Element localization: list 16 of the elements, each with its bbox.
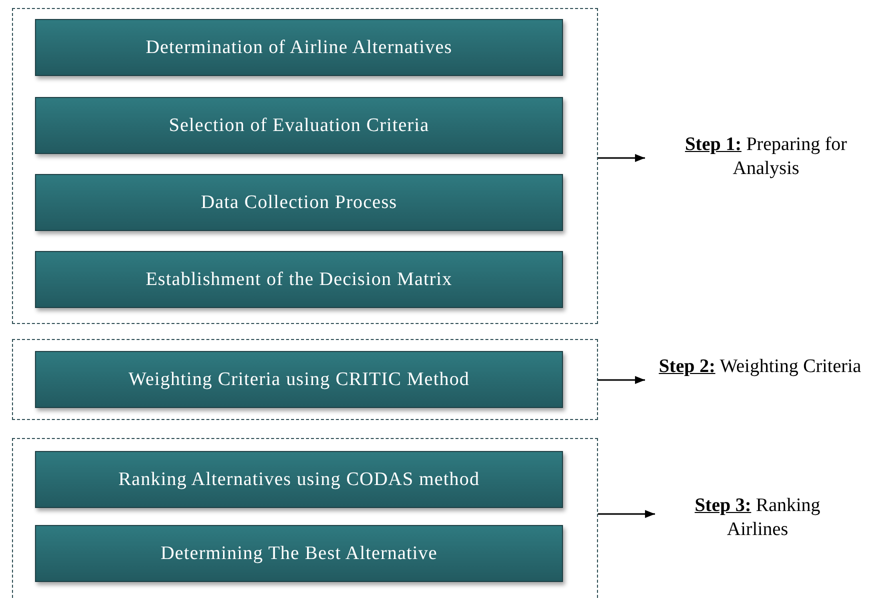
arrow: [598, 510, 655, 518]
process-box: Data Collection Process: [35, 174, 563, 231]
step-label: Step 3: Ranking Airlines: [665, 494, 850, 546]
arrow: [598, 376, 645, 384]
step-label: Step 1: Preparing for Analysis: [655, 133, 877, 185]
process-box: Ranking Alternatives using CODAS method: [35, 451, 563, 508]
process-box: Determination of Airline Alternatives: [35, 19, 563, 76]
dashed-group-box: [12, 8, 598, 324]
step-label: Step 2: Weighting Criteria: [655, 355, 865, 407]
process-box: Weighting Criteria using CRITIC Method: [35, 351, 563, 408]
dashed-group-box: [12, 438, 598, 598]
process-box: Selection of Evaluation Criteria: [35, 97, 563, 154]
process-box: Establishment of the Decision Matrix: [35, 251, 563, 308]
process-box: Determining The Best Alternative: [35, 525, 563, 582]
arrow: [598, 154, 645, 162]
dashed-group-box: [12, 339, 598, 420]
